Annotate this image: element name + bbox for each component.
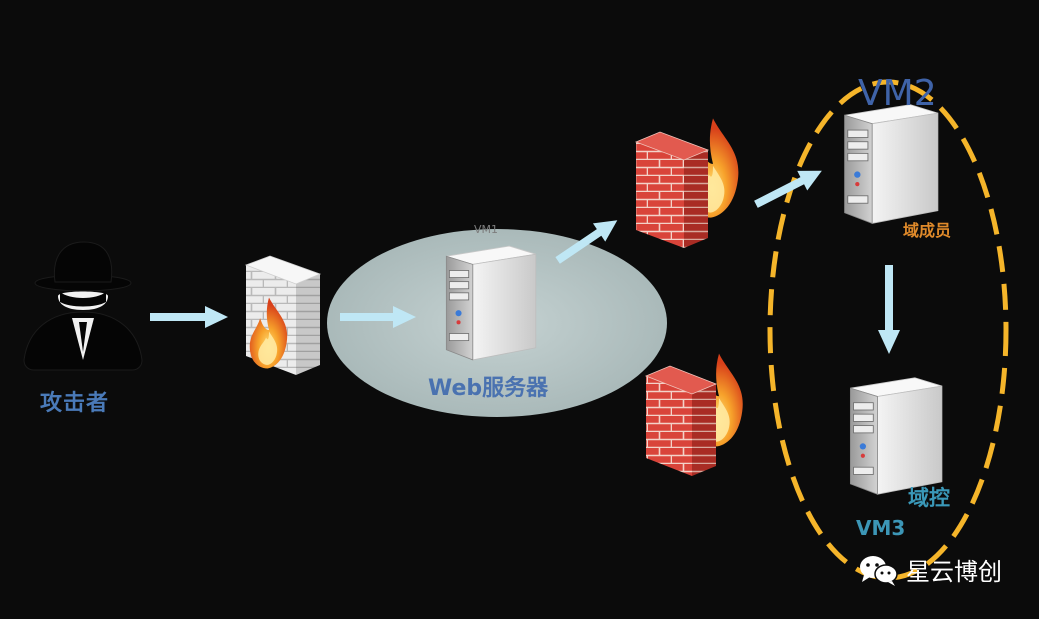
domain-member-server-icon bbox=[844, 104, 939, 224]
arrow-firewall-to-web bbox=[340, 306, 416, 328]
arrow-firewall-to-vm2 bbox=[754, 170, 822, 208]
arrow-vm2-to-vm3 bbox=[878, 265, 900, 354]
web-server-icon bbox=[445, 245, 537, 361]
vm2-label: VM2 bbox=[858, 73, 937, 114]
outer-firewall-icon bbox=[244, 255, 322, 375]
wechat-icon bbox=[860, 556, 898, 586]
domain-controller-label: 域控 bbox=[908, 486, 950, 510]
web-server-label: Web服务器 bbox=[428, 376, 549, 401]
vm1-label: VM1 bbox=[474, 223, 499, 236]
arrow-web-to-firewall-upper bbox=[555, 220, 618, 264]
attacker-label: 攻击者 bbox=[40, 391, 110, 416]
arrow-attacker-to-firewall bbox=[150, 306, 228, 328]
watermark-label: 星云博创 bbox=[906, 558, 1002, 586]
domain-boundary bbox=[767, 79, 1009, 581]
lower-firewall-icon bbox=[644, 353, 743, 476]
vm3-label: VM3 bbox=[856, 516, 906, 540]
spy-icon bbox=[23, 241, 143, 371]
domain-member-label: 域成员 bbox=[903, 221, 952, 240]
upper-firewall-icon bbox=[634, 118, 739, 248]
domain-controller-server-icon bbox=[849, 377, 943, 495]
